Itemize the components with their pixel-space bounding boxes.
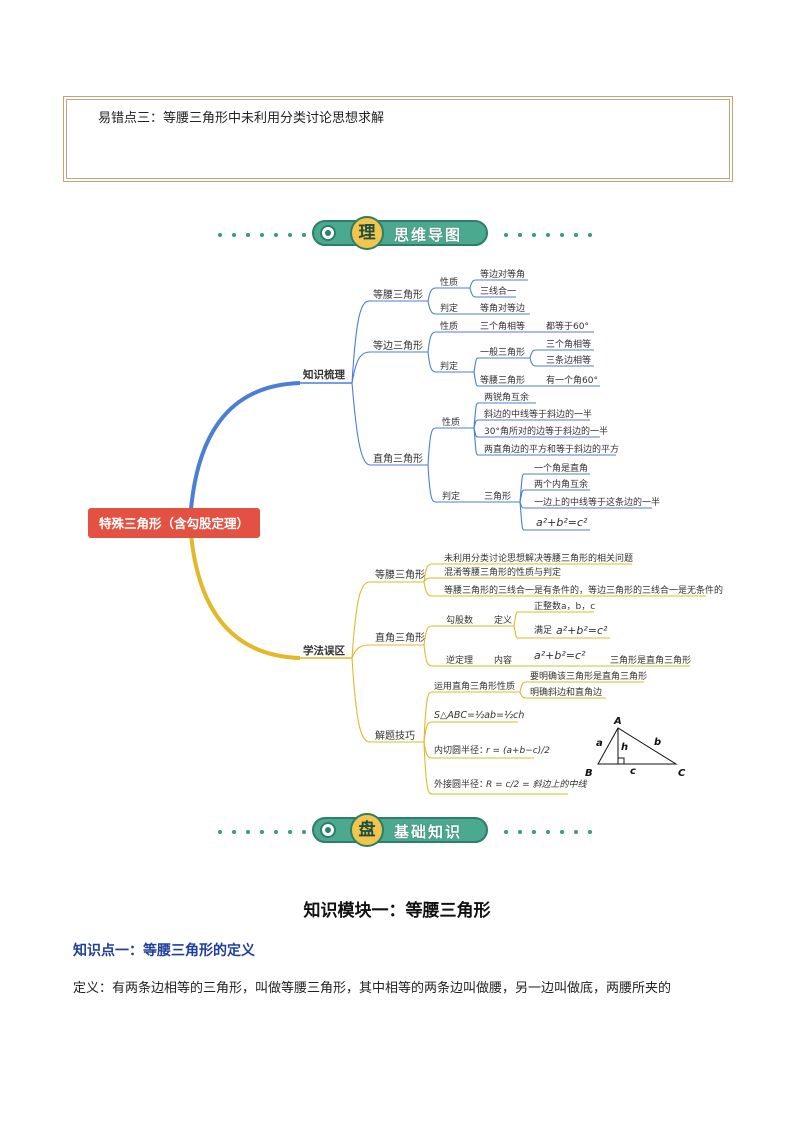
svg-text:满足: 满足 [534,625,552,636]
svg-text:运用直角三角形性质: 运用直角三角形性质 [434,680,515,692]
svg-text:三线合一: 三线合一 [480,285,516,297]
banner-pill: 盘 基础知识 [312,813,488,847]
svg-text:性质: 性质 [440,276,458,288]
svg-text:等腰三角形的三线合一是有条件的，等边三角形的三线合一是无条件: 等腰三角形的三线合一是有条件的，等边三角形的三线合一是无条件的 [444,584,723,596]
knowledge-point-title: 知识点一：等腰三角形的定义 [73,943,255,959]
svg-text:两个内角互余: 两个内角互余 [534,478,588,490]
mis-iso-label: 等腰三角形 [375,568,425,581]
svg-text:一般三角形: 一般三角形 [480,346,525,358]
branch-mistake-line [188,521,301,660]
svg-text:A: A [613,716,622,727]
svg-text:正整数a，b，c: 正整数a，b，c [534,600,595,612]
iso-label: 等腰三角形 [373,288,423,301]
svg-text:30°角所对的边等于斜边的一半: 30°角所对的边等于斜边的一半 [484,425,608,437]
banner-dots-right [504,233,592,237]
svg-text:两直角边的平方和等于斜边的平方: 两直角边的平方和等于斜边的平方 [484,443,619,455]
svg-text:等腰三角形: 等腰三角形 [480,374,525,386]
svg-text:要明确该三角形是直角三角形: 要明确该三角形是直角三角形 [530,670,647,682]
svg-text:明确斜边和直角边: 明确斜边和直角边 [530,686,602,698]
svg-text:三个角相等: 三个角相等 [546,338,591,350]
svg-text:三角形: 三角形 [484,490,511,502]
svg-text:一个角是直角: 一个角是直角 [534,462,588,474]
svg-text:定义: 定义 [494,614,512,626]
banner-mind-map: 理 思维导图 [218,216,592,250]
root-node [88,508,260,538]
svg-text:a²+b²=c²: a²+b²=c² [556,624,608,637]
svg-text:性质: 性质 [440,320,458,332]
svg-text:有一个角60°: 有一个角60° [546,374,598,386]
svg-text:R = c/2 = 斜边上的中线: R = c/2 = 斜边上的中线 [486,779,587,790]
banner-title: 思维导图 [394,226,463,244]
mistake-point-box: 易错点三：等腰三角形中未利用分类讨论思想求解 [63,96,733,182]
mis-right-label: 直角三角形 [375,631,425,644]
svg-text:a²+b²=c²: a²+b²=c² [534,649,586,662]
equi-label: 等边三角形 [373,339,423,352]
svg-text:判定: 判定 [440,360,458,372]
svg-text:h: h [621,742,628,753]
svg-text:b: b [654,737,661,748]
svg-text:判定: 判定 [440,302,458,314]
svg-text:内容: 内容 [494,654,512,666]
svg-text:都等于60°: 都等于60° [546,320,589,332]
svg-text:混淆等腰三角形的性质与判定: 混淆等腰三角形的性质与判定 [444,566,561,578]
module-title: 知识模块一：等腰三角形 [303,901,491,921]
right-label: 直角三角形 [373,452,423,465]
svg-text:勾股数: 勾股数 [446,614,473,626]
svg-text:B: B [585,768,593,779]
svg-text:C: C [678,768,686,779]
banner-basic-knowledge: 盘 基础知识 [218,813,592,847]
target-icon [320,822,336,838]
banner-pill: 理 思维导图 [312,216,488,250]
branch-knowledge-label: 知识梳理 [303,368,345,381]
svg-text:外接圆半径：: 外接圆半径： [434,778,488,790]
svg-text:逆定理: 逆定理 [446,654,473,666]
tips-label: 解题技巧 [375,729,415,742]
svg-text:三条边相等: 三条边相等 [546,354,591,366]
banner-dots-left [218,830,320,834]
svg-text:等角对等边: 等角对等边 [480,302,525,314]
svg-text:内切圆半径：: 内切圆半径： [434,744,488,756]
badge-icon: 盘 [350,813,384,847]
banner-dots-right [504,830,592,834]
svg-text:r = (a+b−c)/2: r = (a+b−c)/2 [486,746,550,756]
svg-text:性质: 性质 [442,416,460,428]
banner-title: 基础知识 [394,823,463,841]
svg-text:三角形是直角三角形: 三角形是直角三角形 [610,654,691,666]
svg-text:未利用分类讨论思想解决等腰三角形的相关问题: 未利用分类讨论思想解决等腰三角形的相关问题 [444,552,633,564]
definition-text: 定义：有两条边相等的三角形，叫做等腰三角形，其中相等的两条边叫做腰，另一边叫做底… [73,981,672,996]
root-label: 特殊三角形（含勾股定理） [99,516,249,531]
svg-text:判定: 判定 [442,490,460,502]
svg-text:a²+b²=c²: a²+b²=c² [536,516,588,529]
svg-text:两锐角互余: 两锐角互余 [484,391,529,403]
target-icon [320,225,336,241]
right-triangle-figure [597,727,678,765]
mistake-point-text: 易错点三：等腰三角形中未利用分类讨论思想求解 [98,111,385,126]
svg-text:等边对等角: 等边对等角 [480,268,525,280]
svg-text:a: a [596,738,603,749]
svg-text:斜边的中线等于斜边的一半: 斜边的中线等于斜边的一半 [484,408,592,420]
svg-text:c: c [630,766,636,777]
svg-text:三个角相等: 三个角相等 [480,320,525,332]
badge-icon: 理 [350,216,384,250]
svg-text:一边上的中线等于这条边的一半: 一边上的中线等于这条边的一半 [534,496,660,508]
branch-mistake-label: 学法误区 [303,644,345,657]
svg-text:S△ABC=½ab=½ch: S△ABC=½ab=½ch [434,710,524,721]
branch-knowledge-line [188,381,301,523]
